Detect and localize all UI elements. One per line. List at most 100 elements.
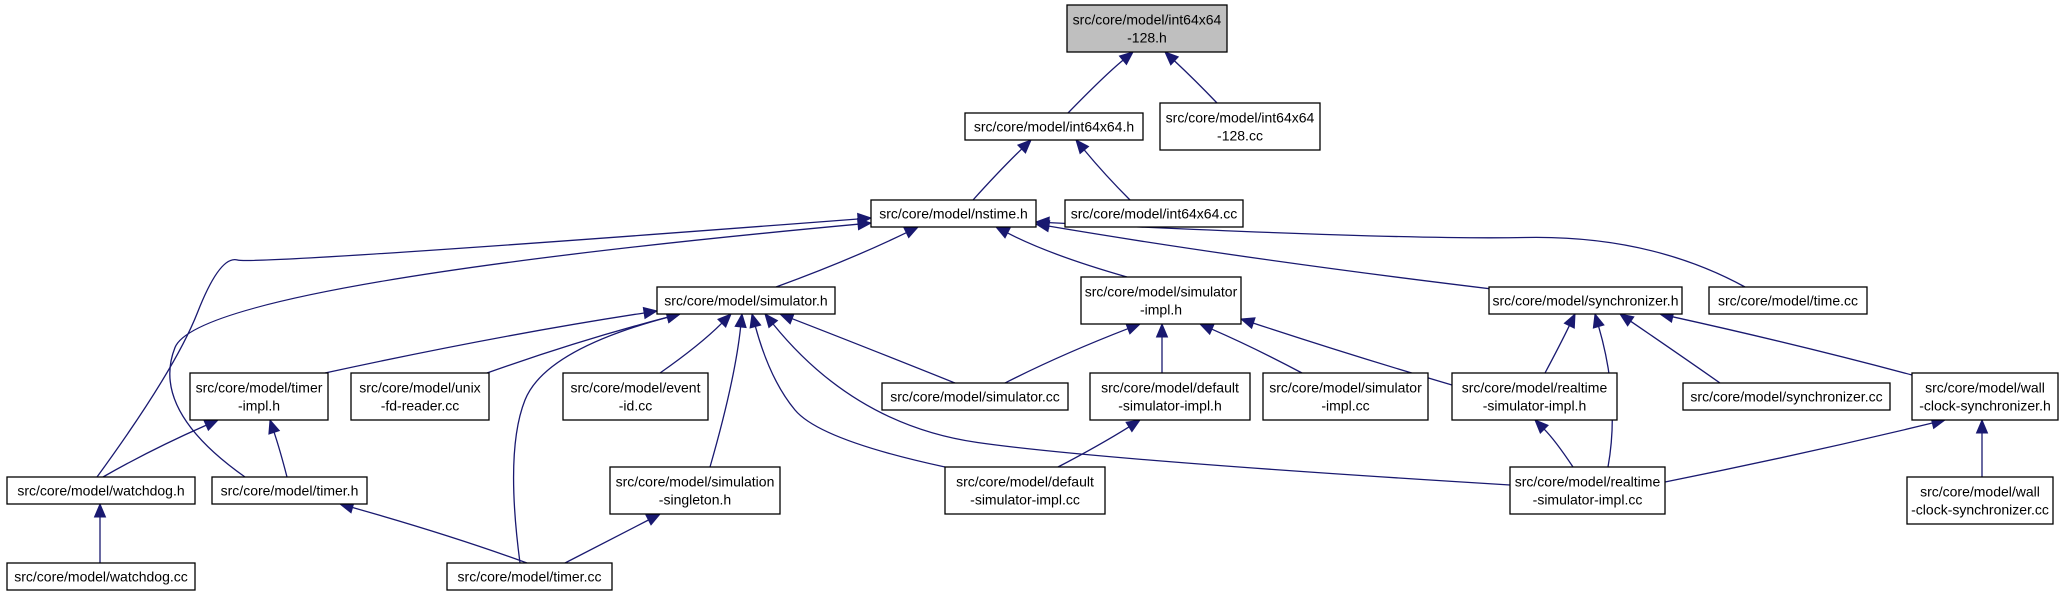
edge-wallcc-to-wallh <box>1975 418 1989 478</box>
node-box <box>944 466 1106 515</box>
node-wallcc[interactable]: src/core/model/wall -clock-synchronizer.c… <box>1906 476 2054 525</box>
edge-line <box>1211 328 1303 374</box>
node-defsimimplcc[interactable]: src/core/model/default-simulator-impl.cc <box>944 466 1106 515</box>
node-label-line: src/core/model/event <box>571 380 701 396</box>
node-label-line: src/core/model/int64x64 <box>1166 110 1315 126</box>
edge-line <box>1630 320 1721 384</box>
node-simsingh[interactable]: src/core/model/simulation -singleton.h <box>609 466 781 515</box>
edge-synccc-to-synch <box>1618 313 1721 384</box>
node-simimplcc[interactable]: src/core/model/simulator-impl.cc <box>1262 372 1429 421</box>
node-int64cc[interactable]: src/core/model/int64x64.cc <box>1064 199 1244 228</box>
node-rtsimimplh[interactable]: src/core/model/realtime -simulator-impl.h <box>1451 372 1618 421</box>
node-label-line: -simulator-impl.cc <box>970 492 1080 508</box>
node-simimplh[interactable]: src/core/model/simulator-impl.h <box>1080 276 1242 325</box>
node-watchdogh[interactable]: src/core/model/watchdog.h <box>6 476 196 505</box>
node-rtsimimplcc[interactable]: src/core/model/realtime-simulator-impl.c… <box>1509 466 1666 515</box>
edge-eventid-to-simh <box>659 313 732 374</box>
edge-line <box>96 218 859 478</box>
node-simh[interactable]: src/core/model/simulator.h <box>656 286 836 315</box>
nodes-layer: src/core/model/int64x64-128.h src/core/mo… <box>6 4 2059 591</box>
arrowhead-icon <box>268 418 281 435</box>
node-int64h[interactable]: src/core/model/int64x64.h <box>964 112 1144 141</box>
node-box <box>562 372 709 421</box>
edge-line <box>1004 328 1129 384</box>
node-timerimplh[interactable]: src/core/model/timer-impl.h <box>189 372 329 421</box>
edge-rtsimimplcc-to-simh <box>764 313 1511 486</box>
edge-line <box>1672 316 1913 376</box>
node-defsimimplh[interactable]: src/core/model/default-simulator-impl.h <box>1089 372 1251 421</box>
node-timecc[interactable]: src/core/model/time.cc <box>1708 286 1868 315</box>
node-box <box>1509 466 1666 515</box>
edge-line <box>1048 221 1746 288</box>
node-timerh[interactable]: src/core/model/timer.h <box>211 476 368 505</box>
node-timercc[interactable]: src/core/model/timer.cc <box>446 562 613 591</box>
node-label-line: src/core/model/wall <box>1920 484 2040 500</box>
edge-defsimimplcc-to-simh <box>749 312 946 468</box>
node-watchdogcc[interactable]: src/core/model/watchdog.cc <box>6 562 196 591</box>
node-synch[interactable]: src/core/model/synchronizer.h <box>1488 286 1683 315</box>
node-eventid[interactable]: src/core/model/event -id.cc <box>562 372 709 421</box>
node-box <box>350 372 490 421</box>
edge-watchdogh-to-timerimplh <box>102 419 220 478</box>
node-label-line: -clock-synchronizer.cc <box>1911 502 2049 518</box>
arrowhead-icon <box>994 226 1011 239</box>
edge-line <box>1664 422 1933 483</box>
node-box <box>1159 102 1321 151</box>
node-unixfd[interactable]: src/core/model/unix-fd-reader.cc <box>350 372 490 421</box>
edge-line <box>1544 325 1570 374</box>
node-simcc[interactable]: src/core/model/simulator.cc <box>881 382 1069 411</box>
edge-simh-to-nstime <box>775 226 920 288</box>
arrowhead-icon <box>1034 216 1050 229</box>
edge-line <box>1067 59 1124 114</box>
node-label-line: -clock-synchronizer.h <box>1919 398 2051 414</box>
edge-timecc-to-nstime <box>1034 216 1746 288</box>
node-box <box>656 286 836 315</box>
edge-i128cc-to-i128h <box>1164 51 1218 104</box>
node-wallh[interactable]: src/core/model/wall-clock-synchronizer.h <box>1911 372 2059 421</box>
edge-watchdogcc-to-watchdogh <box>93 502 107 563</box>
node-box <box>446 562 613 591</box>
node-label-line: src/core/model/timer.cc <box>458 569 602 585</box>
edge-wallh-to-synch <box>1658 310 1913 376</box>
node-label-line: -simulator-impl.h <box>1483 398 1586 414</box>
edge-line <box>1048 225 1501 291</box>
node-label-line: src/core/model/time.cc <box>1718 293 1858 309</box>
edge-line <box>1007 232 1128 278</box>
node-box <box>1911 372 2059 421</box>
node-i128cc[interactable]: src/core/model/int64x64-128.cc <box>1159 102 1321 151</box>
node-synccc[interactable]: src/core/model/synchronizer.cc <box>1682 382 1891 411</box>
node-box <box>1064 199 1244 228</box>
node-box <box>189 372 329 421</box>
node-label-line: src/core/model/synchronizer.cc <box>1690 389 1882 405</box>
edge-watchdogh-to-nstime <box>96 212 873 478</box>
arrowhead-icon <box>645 513 662 526</box>
edge-line <box>169 223 859 478</box>
node-label-line: src/core/model/realtime <box>1462 380 1608 396</box>
edge-timerh-to-timerimplh <box>268 418 288 478</box>
edge-simimplcc-to-simimplh <box>1198 323 1303 374</box>
node-box <box>1451 372 1618 421</box>
edge-line <box>772 323 1511 486</box>
arrowhead-icon <box>856 218 873 231</box>
node-box <box>6 476 196 505</box>
arrowhead-icon <box>1618 313 1635 327</box>
node-label-line: src/core/model/simulation <box>616 474 775 490</box>
node-box <box>1262 372 1429 421</box>
edge-line <box>1083 149 1131 201</box>
node-label-line: -singleton.h <box>659 492 731 508</box>
node-i128h[interactable]: src/core/model/int64x64-128.h <box>1066 4 1228 53</box>
node-nstime[interactable]: src/core/model/nstime.h <box>870 199 1037 228</box>
node-label-line: src/core/model/simulator <box>1085 284 1238 300</box>
arrowhead-icon <box>1592 312 1605 329</box>
node-box <box>1682 382 1891 411</box>
edge-line <box>1174 60 1218 104</box>
node-label-line: -id.cc <box>619 398 652 414</box>
edge-simsingh-to-simh <box>709 312 747 468</box>
arrowhead-icon <box>1016 139 1032 154</box>
edge-int64h-to-i128h <box>1067 51 1134 114</box>
node-box <box>870 199 1037 228</box>
edge-line <box>102 424 207 478</box>
edge-line <box>352 506 528 564</box>
arrowhead-icon <box>734 312 747 329</box>
